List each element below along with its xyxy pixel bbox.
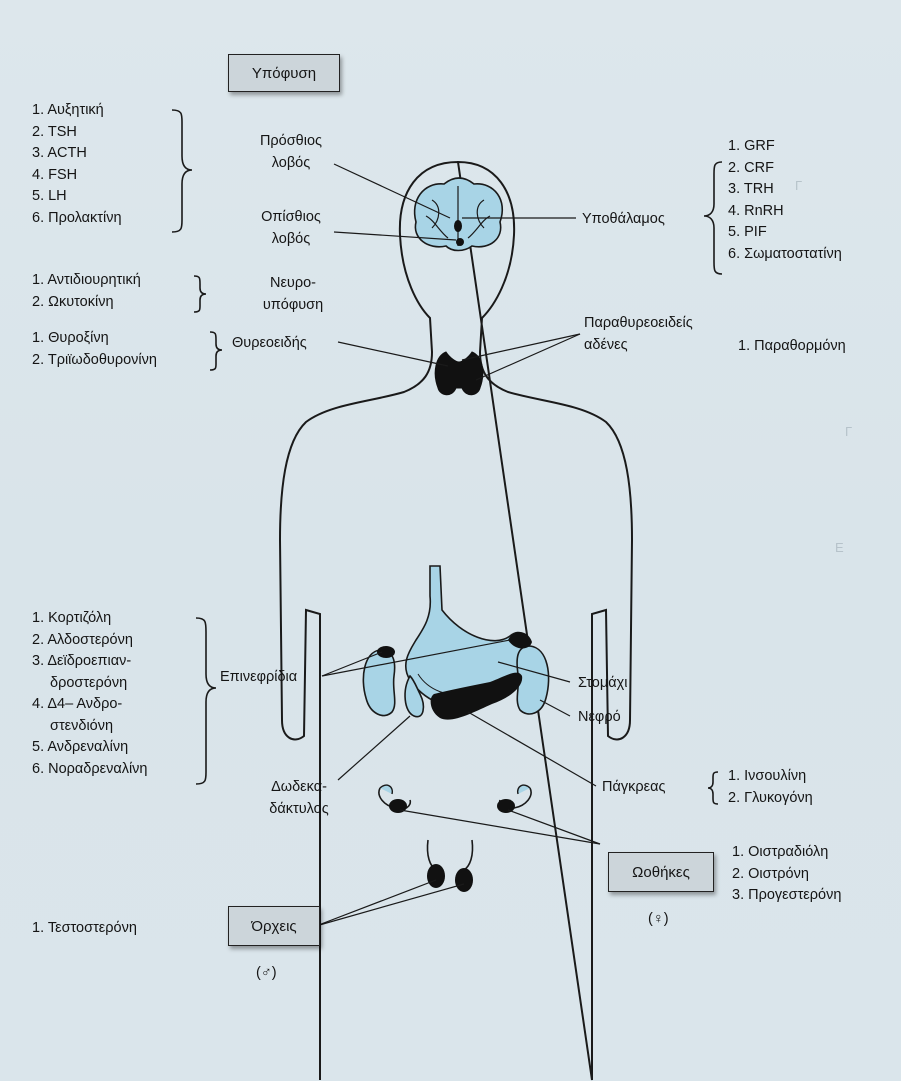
list-item: 2. CRF — [728, 158, 842, 180]
list-item: 2. Τριϊωδοθυρονίνη — [32, 350, 157, 372]
list-item: 6. Νοραδρεναλίνη — [32, 759, 148, 781]
list-item: 6. Σωματοστατίνη — [728, 244, 842, 266]
testes-box: Όρχεις — [228, 906, 320, 946]
hypothalamus-label: Υποθάλαμος — [582, 208, 665, 230]
bracket — [708, 772, 718, 804]
bracket — [194, 276, 206, 312]
ovaries-box: Ωοθήκες — [608, 852, 714, 892]
stomach-label: Στομάχι — [578, 672, 627, 694]
list-item: στενδιόνη — [32, 716, 148, 738]
pituitary-box: Υπόφυση — [228, 54, 340, 92]
male-symbol: (♂) — [256, 962, 277, 984]
list-item: 3. Προγεστερόνη — [732, 885, 841, 907]
list-item: 2. Γλυκογόνη — [728, 788, 813, 810]
adrenal-hormones: 1. Κορτιζόλη 2. Αλδοστερόνη 3. Δεϊδροεπι… — [32, 608, 148, 780]
neurohypophysis-label: Νευρο-υπόφυση — [248, 272, 338, 316]
thyroid-label: Θυρεοειδής — [232, 332, 307, 354]
hypothalamus-hormones: 1. GRF 2. CRF 3. TRH 4. RnRH 5. PIF 6. Σ… — [728, 136, 842, 265]
bracket — [704, 162, 722, 274]
leader-lines — [316, 164, 600, 926]
female-symbol: (♀) — [648, 908, 669, 930]
testes-label: Όρχεις — [251, 918, 296, 935]
parathyroid-hormones: 1. Παραθορμόνη — [738, 336, 846, 358]
list-item: 2. Αλδοστερόνη — [32, 630, 148, 652]
list-item: 1. Οιστραδιόλη — [732, 842, 841, 864]
list-item: 1. Ινσουλίνη — [728, 766, 813, 788]
list-item: 3. ACTH — [32, 143, 122, 165]
list-item: 1. Αντιδιουρητική — [32, 270, 141, 292]
pancreas-label: Πάγκρεας — [602, 776, 665, 798]
pituitary-anterior-hormones: 1. Αυξητική 2. TSH 3. ACTH 4. FSH 5. LH … — [32, 100, 122, 229]
brain — [415, 178, 503, 251]
bracket — [172, 110, 192, 232]
testes — [427, 840, 473, 892]
ovaries-label: Ωοθήκες — [632, 864, 690, 881]
thyroid-gland — [435, 352, 483, 395]
list-item: 4. FSH — [32, 165, 122, 187]
list-item: 1. GRF — [728, 136, 842, 158]
duodenum-label: Δωδεκα-δάκτυλος — [254, 776, 344, 820]
thyroid-hormones: 1. Θυροξίνη 2. Τριϊωδοθυρονίνη — [32, 328, 157, 371]
list-item: 2. TSH — [32, 122, 122, 144]
list-item: 1. Τεστοστερόνη — [32, 918, 137, 940]
bracket — [196, 618, 216, 784]
list-item: 5. PIF — [728, 222, 842, 244]
list-item: 4. RnRH — [728, 201, 842, 223]
testes-hormones: 1. Τεστοστερόνη — [32, 918, 137, 940]
ovaries — [379, 785, 531, 813]
list-item: 1. Αυξητική — [32, 100, 122, 122]
adrenals-label: Επινεφρίδια — [220, 666, 297, 688]
list-item: 3. TRH — [728, 179, 842, 201]
list-item: δροστερόνη — [32, 673, 148, 695]
left-adrenal — [377, 646, 395, 658]
pancreas-hormones: 1. Ινσουλίνη 2. Γλυκογόνη — [728, 766, 813, 809]
list-item: 1. Παραθορμόνη — [738, 336, 846, 358]
left-kidney — [363, 650, 394, 716]
list-item: 4. Δ4– Ανδρο- — [32, 694, 148, 716]
list-item: 1. Κορτιζόλη — [32, 608, 148, 630]
bracket — [210, 332, 222, 370]
ovary-hormones: 1. Οιστραδιόλη 2. Οιστρόνη 3. Προγεστερό… — [732, 842, 841, 907]
kidney-label: Νεφρό — [578, 706, 621, 728]
list-item: 6. Προλακτίνη — [32, 208, 122, 230]
list-item: 2. Ωκυτοκίνη — [32, 292, 141, 314]
list-item: 3. Δεϊδροεπιαν- — [32, 651, 148, 673]
list-item: 2. Οιστρόνη — [732, 864, 841, 886]
list-item: 5. LH — [32, 186, 122, 208]
list-item: 5. Ανδρεναλίνη — [32, 737, 148, 759]
neurohypophysis-hormones: 1. Αντιδιουρητική 2. Ωκυτοκίνη — [32, 270, 141, 313]
list-item: 1. Θυροξίνη — [32, 328, 157, 350]
pituitary-label: Υπόφυση — [252, 65, 316, 82]
